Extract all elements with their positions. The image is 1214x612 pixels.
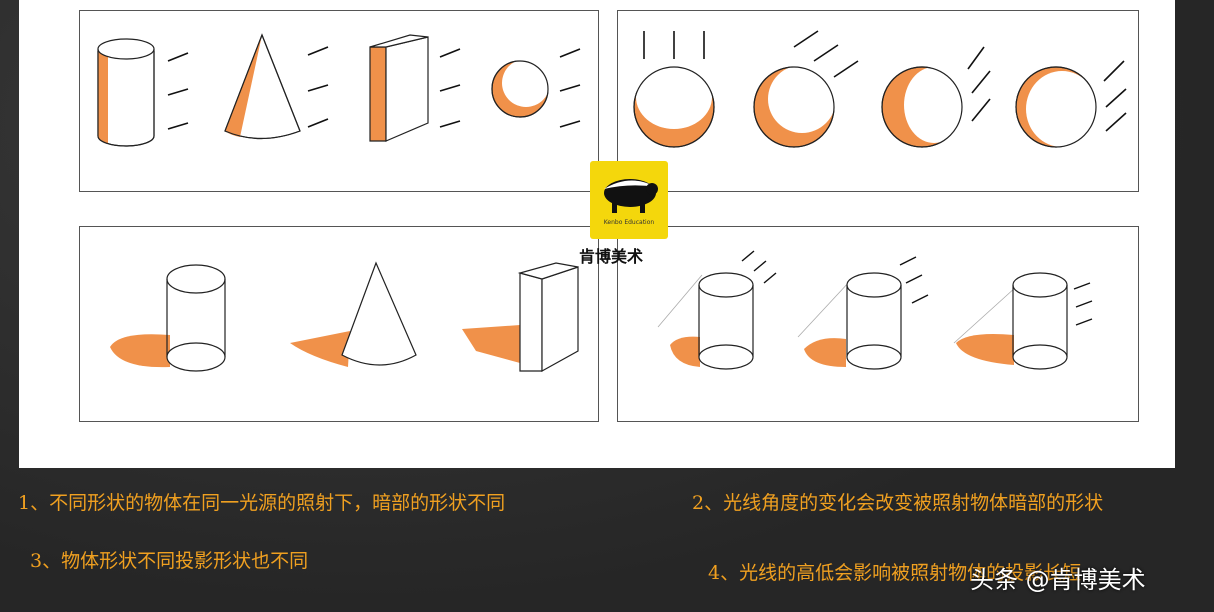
cylinder-low-light <box>953 272 1068 370</box>
panel-spheres-light-angles <box>617 10 1139 192</box>
cone-shape <box>224 33 301 140</box>
logo-brand-name: 肯博美术 <box>578 247 643 266</box>
angle-light-arrows <box>643 30 1127 132</box>
sphere-top-light <box>633 65 715 148</box>
sphere-right-light <box>881 66 964 148</box>
shapes-side-light-drawing <box>97 33 581 147</box>
caption-1: 1、不同形状的物体在同一光源的照射下，暗部的形状不同 <box>18 492 506 514</box>
sphere-lower-right-light <box>1015 66 1098 148</box>
light-height-shadows-drawing <box>657 250 1093 370</box>
cylinder-cast-shadow <box>110 264 226 372</box>
kenbo-logo: Kenbo Education <box>590 161 668 239</box>
cylinder-shape <box>97 38 155 147</box>
caption-4: 4、光线的高低会影响被照射物体的投影长短 <box>708 562 1082 584</box>
cylinder-high-light <box>657 272 754 370</box>
panel-cast-shadows-shapes <box>79 226 599 422</box>
cylinder-mid-light <box>797 272 902 370</box>
logo-small-text: Kenbo Education <box>603 219 655 226</box>
illustration-panel: Kenbo Education <box>19 0 1175 468</box>
spheres-light-angle-drawing <box>633 30 1127 148</box>
panel-light-height-shadows <box>617 226 1139 422</box>
box-shape <box>369 34 429 142</box>
box-cast-shadow <box>462 262 579 373</box>
caption-3: 3、物体形状不同投影形状也不同 <box>30 550 309 572</box>
badger-icon <box>604 179 658 213</box>
caption-2: 2、光线角度的变化会改变被照射物体暗部的形状 <box>692 492 1104 514</box>
sphere-upper-right-light <box>753 65 836 148</box>
panel-shapes-side-light <box>79 10 599 192</box>
sphere-shape <box>491 59 550 118</box>
watermark-text: 头条 @肯博美术 <box>970 566 1146 594</box>
light-arrows <box>167 46 581 130</box>
cone-cast-shadow <box>290 261 417 367</box>
cast-shadows-shapes-drawing <box>110 261 579 373</box>
height-light-arrows <box>741 250 1093 326</box>
